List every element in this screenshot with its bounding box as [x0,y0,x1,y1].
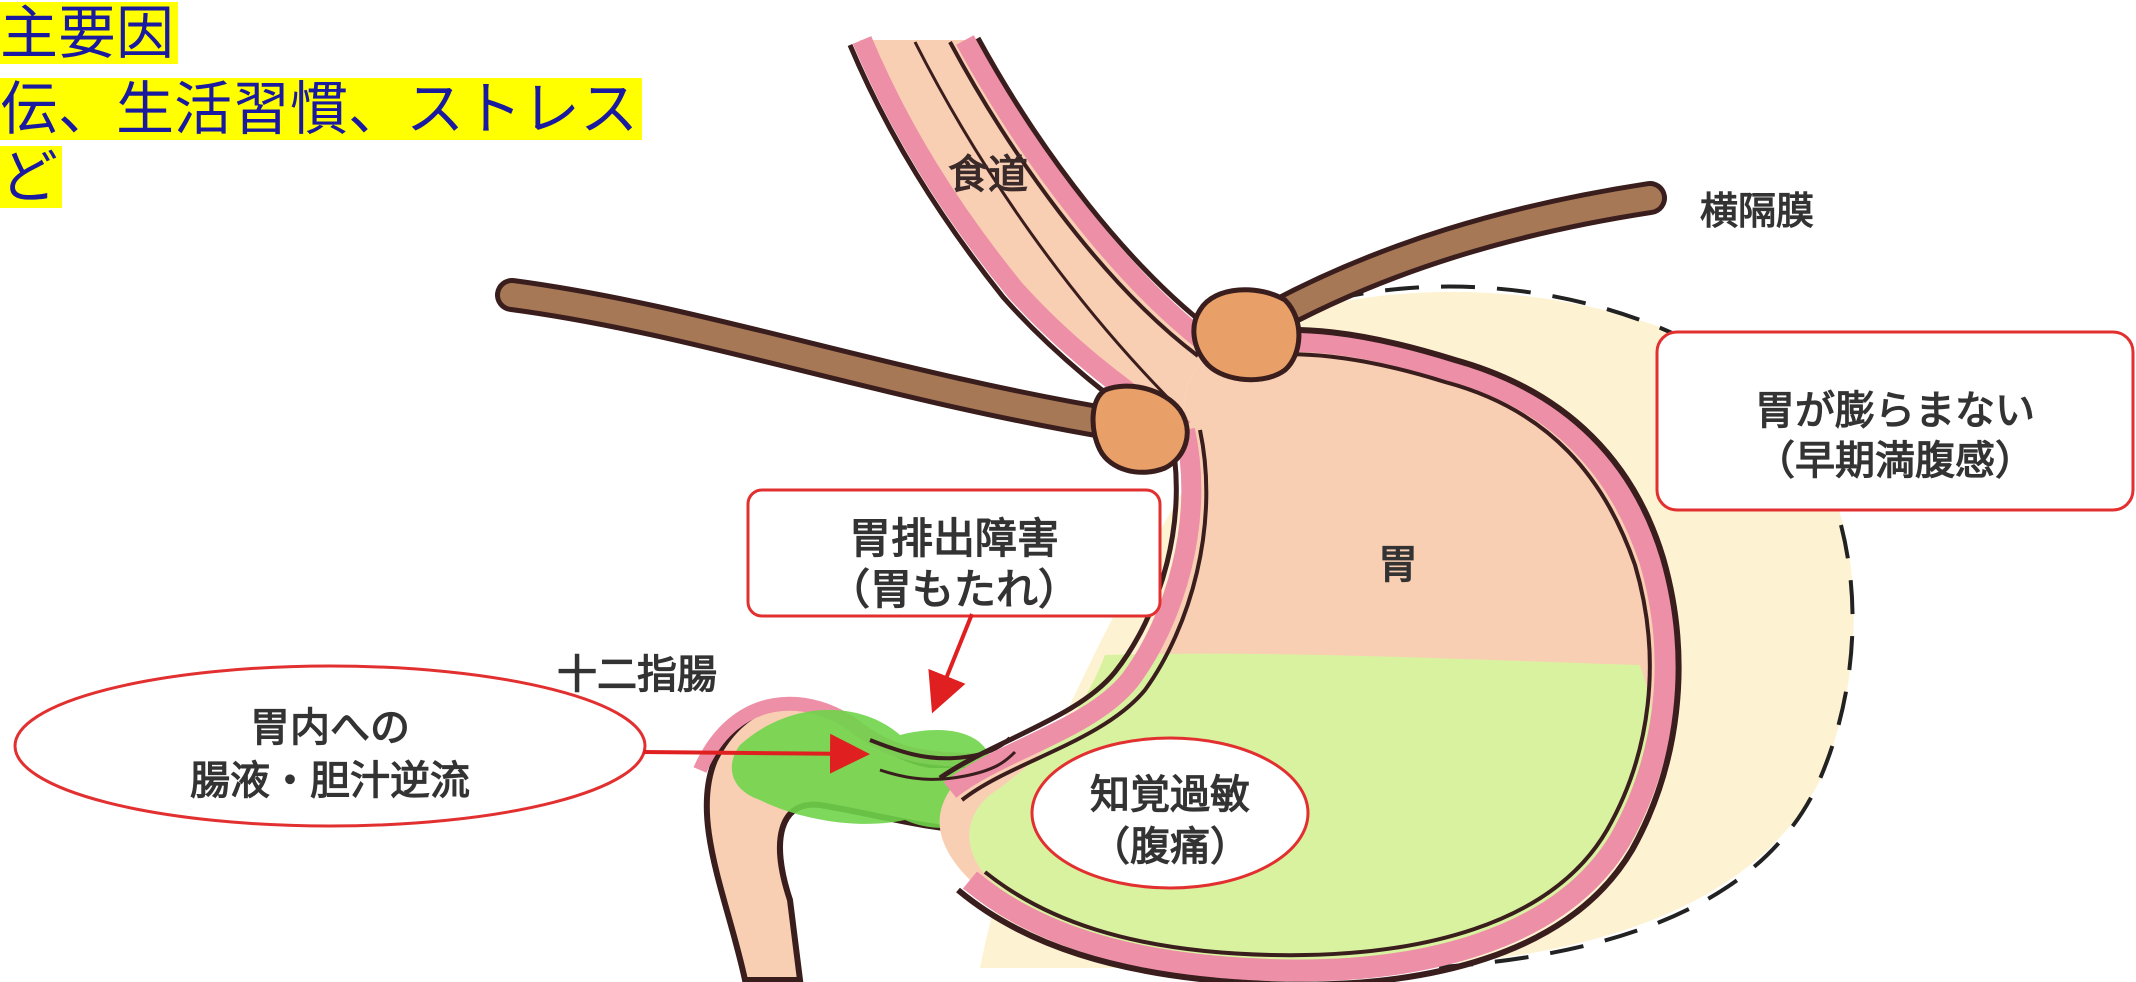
sphincter-right [1194,290,1299,380]
duodenum-label: 十二指腸 [557,642,717,700]
highlight-line-1: 主要因 [0,2,178,64]
gastric-emptying-subtitle: （胃もたれ） [748,556,1160,617]
reflux-subtitle: 腸液・胆汁逆流 [15,748,645,806]
diaphragm-label: 横隔膜 [1700,180,1814,235]
hypersensitivity-title: 知覚過敏 [1032,762,1308,820]
no-expansion-subtitle: （早期満腹感） [1657,428,2133,486]
highlight-line-3: ど [0,146,62,208]
highlight-line-2: 伝、生活習慣、ストレス [0,78,642,140]
gastric-emptying-arrow [935,614,972,706]
reflux-title: 胃内への [15,695,645,753]
hypersensitivity-subtitle: （腹痛） [1032,814,1308,872]
stomach-label: 胃 [1378,532,1418,590]
reflux-arrow [643,752,862,754]
esophagus-label: 食道 [948,142,1028,200]
